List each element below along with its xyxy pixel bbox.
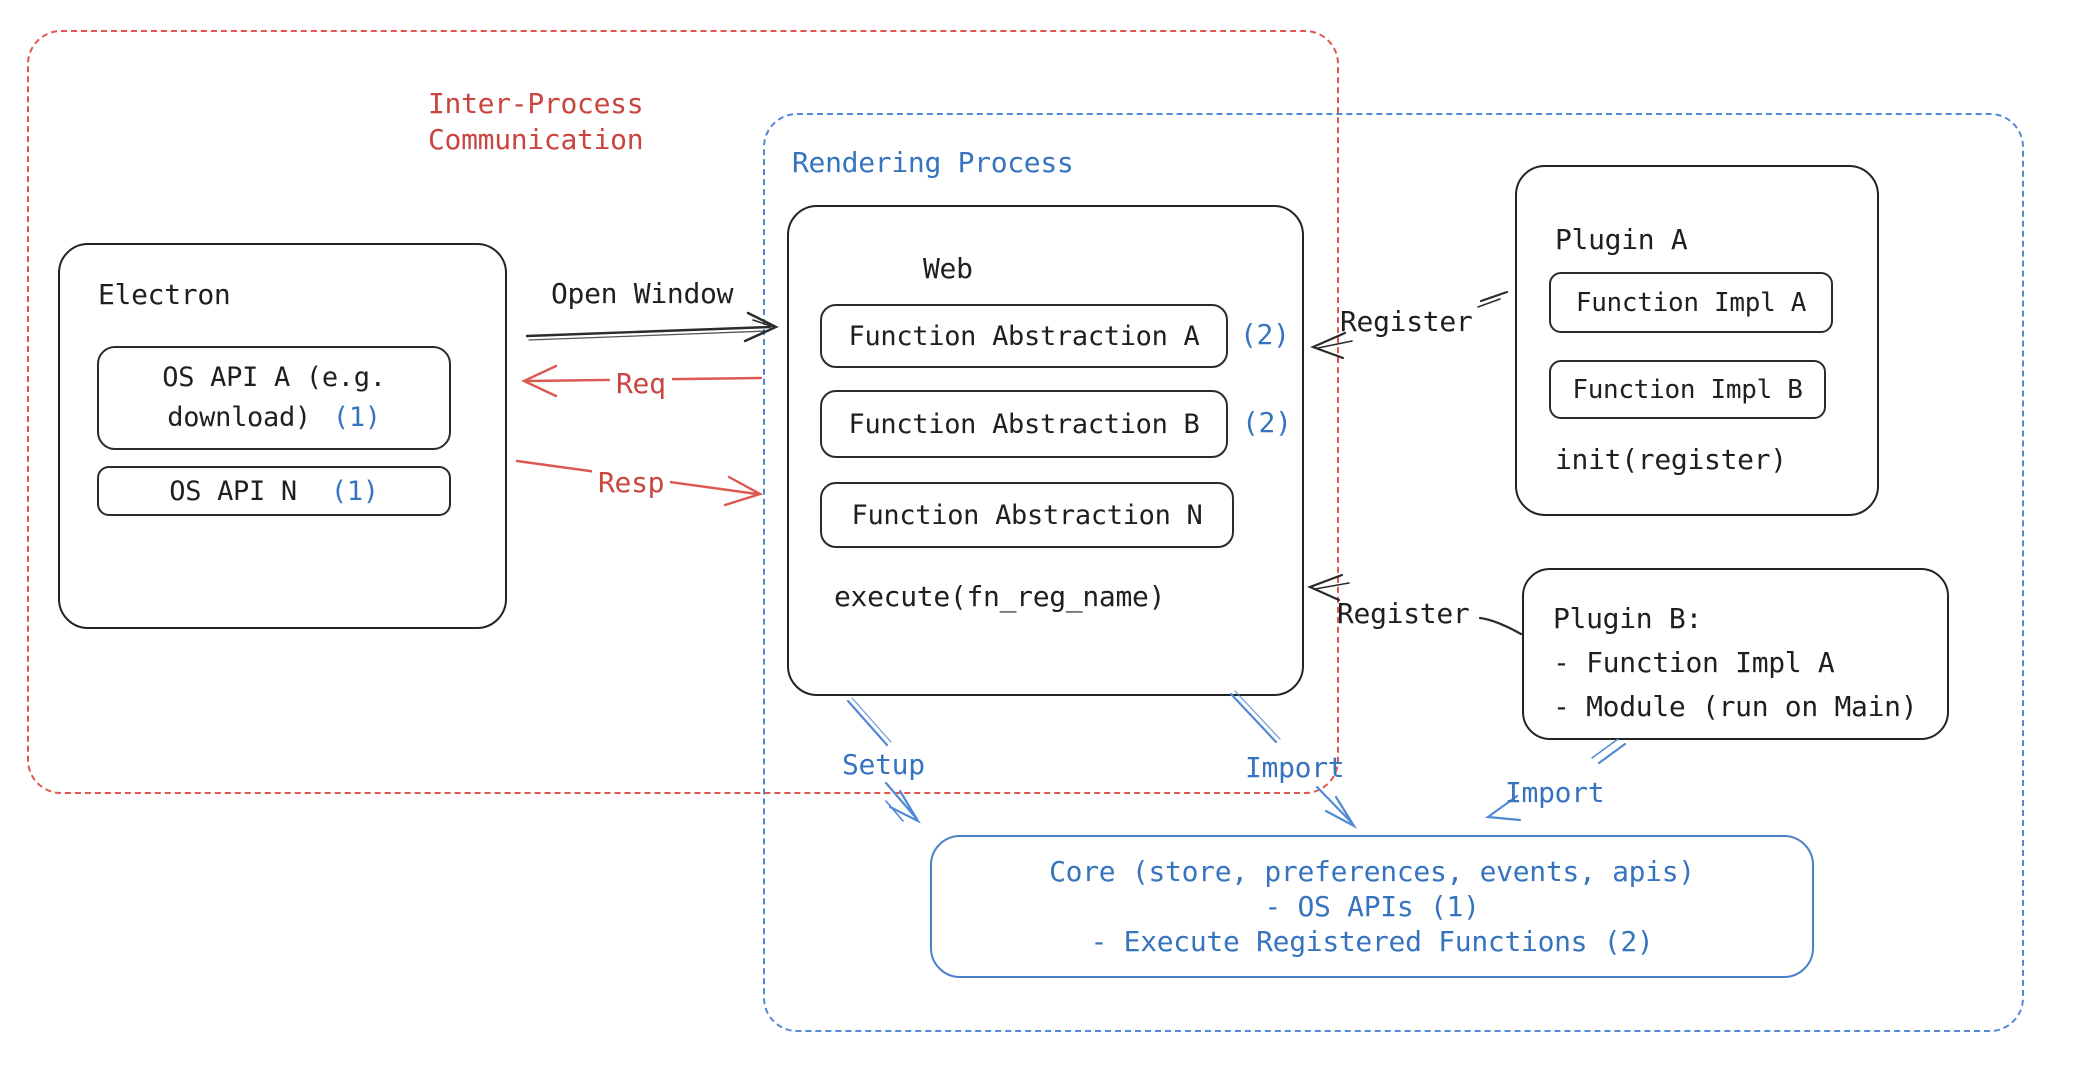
os-api-a-box: OS API A (e.g. download) (1) [97,346,451,450]
function-abstraction-a-badge: (2) [1240,318,1290,351]
os-api-a-line2-row: download) (1) [167,398,381,438]
os-api-n-label: OS API N [169,475,297,507]
ipc-label-line1: Inter-Process [428,87,644,120]
resp-label: Resp [592,466,671,499]
core-box: Core (store, preferences, events, apis) … [930,835,1814,978]
plugin-a-impl-b-box: Function Impl B [1549,360,1826,419]
register-top-label: Register [1340,305,1473,338]
import-web-label: Import [1245,751,1345,784]
register-bottom-label: Register [1337,597,1470,630]
core-line2: - OS APIs (1) [1264,890,1480,923]
ipc-label-line2: Communication [428,123,644,156]
plugin-b-box: Plugin B: - Function Impl A - Module (ru… [1522,568,1949,740]
plugin-b-title: Plugin B: [1553,602,1703,635]
core-line3: - Execute Registered Functions (2) [1090,925,1654,958]
os-api-a-line2: download) [167,402,311,433]
function-abstraction-a-box: Function Abstraction A [820,304,1228,368]
req-label: Req [610,367,672,400]
plugin-b-content: Plugin B: - Function Impl A - Module (ru… [1553,597,1918,729]
plugin-a-box: Plugin A Function Impl A Function Impl B… [1515,165,1879,516]
web-title: Web [923,252,973,285]
os-api-a-line1: OS API A (e.g. [162,362,386,393]
import-plugin-label: Import [1505,776,1605,809]
os-api-a-badge: (1) [332,402,381,433]
electron-box: Electron OS API A (e.g. download) (1) OS … [58,243,507,629]
function-abstraction-n-box: Function Abstraction N [820,482,1234,548]
electron-title: Electron [98,278,231,311]
core-line1: Core (store, preferences, events, apis) [1049,855,1695,888]
ipc-group-label: Inter-Process Communication [428,86,644,158]
plugin-a-title: Plugin A [1555,223,1688,256]
plugin-b-line2: - Module (run on Main) [1553,690,1918,723]
web-box: Web Function Abstraction A (2) Function … [787,205,1304,696]
rendering-process-label: Rendering Process [792,146,1074,179]
os-api-n-badge: (1) [330,475,379,507]
ipc-group-frame [27,30,1339,794]
web-execute-label: execute(fn_reg_name) [834,580,1166,613]
open-window-label: Open Window [551,277,734,310]
plugin-b-line1: - Function Impl A [1553,646,1835,679]
rendering-process-frame [763,113,2024,1032]
function-abstraction-b-box: Function Abstraction B [820,390,1228,458]
setup-label: Setup [842,748,925,781]
os-api-n-box: OS API N (1) [97,466,451,516]
plugin-a-init-label: init(register) [1555,443,1787,476]
function-abstraction-b-badge: (2) [1242,406,1292,439]
plugin-a-impl-a-box: Function Impl A [1549,272,1833,333]
